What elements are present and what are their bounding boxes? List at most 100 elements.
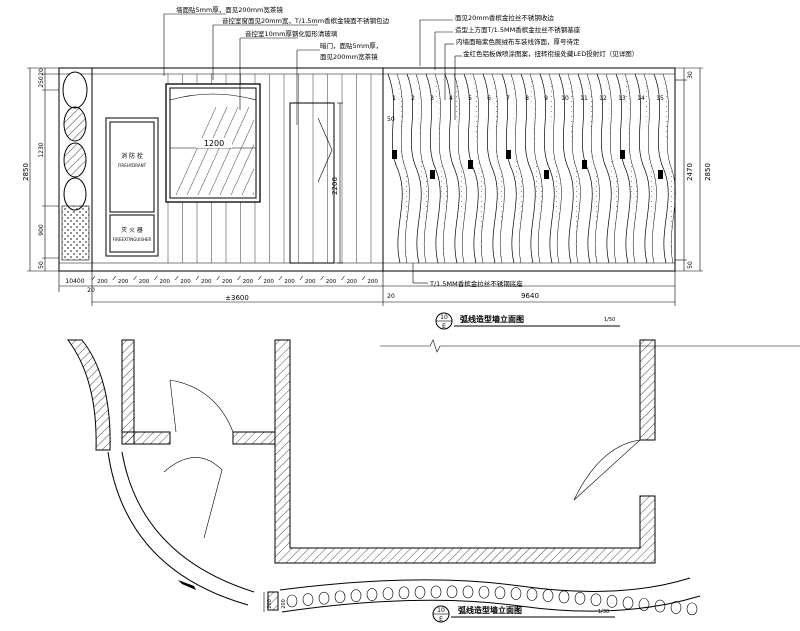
bottom-panel-dim: 200 [326,279,337,285]
bottom-mid-dim: 20 [387,293,395,300]
feature-circle [318,591,330,605]
curve-panel-fill [510,73,524,264]
led-light [620,150,625,159]
panel-number: 8 [525,95,529,102]
bottom-panel-dim: 200 [180,279,191,285]
fire-hydrant-box: 消 防 栓 FIREHYDRANT 灭 火 器 FIREEXTINGUISHER [105,117,159,257]
curve-panel [482,73,498,264]
feature-circle [302,593,314,606]
led-light [658,170,663,179]
curve-panel-fill [643,73,657,264]
dim-tick [278,275,283,281]
wall [639,339,656,441]
curve-panel-fill [529,73,543,264]
feature-circle [478,585,490,599]
corridor-curve [107,451,249,606]
curve-panel-fill [434,73,448,264]
left-dim-1: 20 [38,68,45,76]
feature-circle [398,586,410,600]
bottom-panel-dim: 200 [118,279,129,285]
glass-hatch [241,168,255,196]
main-room-walls [274,339,656,564]
bottom-panel-dim: 200 [284,279,295,285]
plan-dim-1: 200 [267,599,273,609]
left-dimensions: 20 250 1230 900 50 2850 [22,67,59,272]
right-dim-3: 50 [687,261,694,269]
feature-circle [350,589,362,602]
feature-circle [606,595,618,608]
right-dimensions: 30 2470 50 2850 [675,67,712,272]
feature-circle [414,585,426,599]
door-height-dim: 2200 [331,177,339,195]
wall [121,431,171,445]
panel-number: 15 [656,95,664,102]
left-dim-2: 250 [38,76,45,88]
door-swing [163,457,223,473]
led-light [392,150,397,159]
wall [232,431,276,445]
panel-number: 13 [618,95,626,102]
dim-tick [112,275,117,281]
feature-circle [334,590,346,604]
annotation-leaders: 墙面贴5mm厚，面见200mm宽茶镜 音控室窗面见20mm宽，T/1.5mm香槟… [163,5,638,288]
panel-number: 14 [637,95,645,102]
bottom-panel-dim: 200 [201,279,212,285]
bottom-span-dim: ±3600 [225,294,249,302]
plan-title: 10 E 弧线造型墙立面图 1/30 [432,605,615,623]
bottom-right-dim: 9640 [521,292,539,300]
note-base: 造型上方面T/1.5MM香槟金拉丝不锈钢基座 [455,25,581,34]
ellipse-column [61,71,90,261]
note-glass: 音控室10mm厚钢化弧形清玻璃 [245,29,338,38]
feature-circle [446,585,458,599]
curved-panels [387,73,676,264]
bottom-panel-dim: 200 [367,279,378,285]
led-light [506,150,511,159]
feature-circle [286,594,298,608]
curve-panel-fill [491,73,505,264]
curved-wall-left [67,339,111,451]
note-door-1: 暗门，面贴5mm厚， [320,41,382,50]
control-room-window: 1200 [165,83,261,203]
door-swing [169,379,234,433]
feature-circle [638,598,650,611]
plan-view: 200 200 10 E 弧线造型墙立面图 1/30 [67,339,701,623]
door-swing [573,439,641,501]
curve-panel [444,73,460,264]
curve-panel [558,73,574,264]
bottom-panel-dim: 200 [347,279,358,285]
note-bottom-base: T/1.5MM香槟金拉丝不锈钢底座 [429,279,523,288]
curve-panel [577,73,593,264]
door-leaf [203,469,223,539]
left-dim-5: 50 [38,261,45,269]
plan-title-scale: 1/30 [598,609,609,615]
dim-tick [361,275,366,281]
bottom-panel-dim: 200 [139,279,150,285]
feature-circle [558,590,570,604]
curve-panel [596,73,612,264]
panel-number: 3 [430,95,434,102]
feature-circle [430,585,442,599]
bottom-panel-dim: 200 [222,279,233,285]
elev-title-scale: 1/50 [604,317,615,323]
note-trim: 面见20mm香槟金拉丝不锈钢收边 [455,13,554,22]
elevation-title: 10 E 弧线造型墙立面图 1/50 [435,312,620,330]
right-dim-2: 2470 [686,163,694,181]
elevation-frame [58,67,676,272]
curve-panel [406,73,422,264]
feature-circle [494,586,506,600]
feature-circle [526,588,538,601]
dim-tick [133,275,137,281]
wall-stub [178,580,196,590]
curve-panel-fill [624,73,638,264]
feature-circle [510,587,522,600]
plan-title-text: 弧线造型墙立面图 [458,605,522,615]
dim-tick [320,275,324,281]
right-dim-1: 30 [687,71,694,79]
curve-panel [425,73,441,264]
left-dim-4: 900 [38,224,45,236]
dim-tick [258,275,262,281]
bottom-panel-dim: 200 [305,279,316,285]
panel-number: 12 [599,95,607,102]
